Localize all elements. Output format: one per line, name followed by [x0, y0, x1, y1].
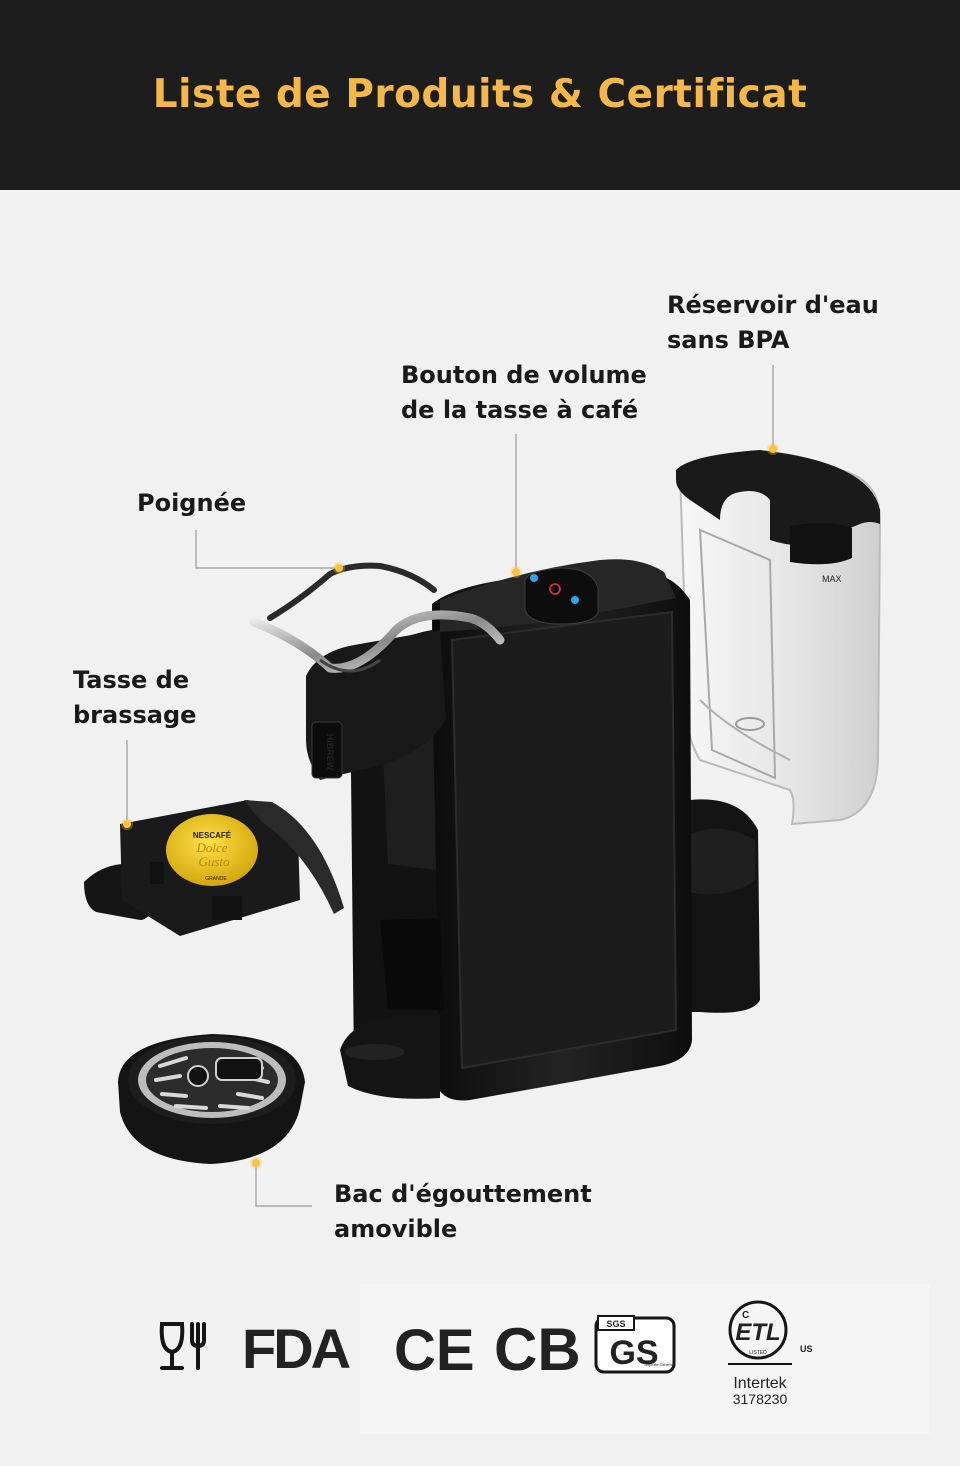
intertek-label: Intertek	[733, 1375, 787, 1392]
capsule-line1: Dolce	[195, 840, 227, 855]
intertek-number: 3178230	[733, 1391, 788, 1407]
callout-volume-button: Bouton de volume de la tasse à café	[401, 358, 647, 428]
gs-small-text: Geprüfte Sicherheit	[645, 1363, 676, 1367]
leader-handle	[195, 530, 338, 569]
page-title: Liste de Produits & Certificat	[152, 72, 808, 117]
leader-drip-tray	[255, 1165, 312, 1207]
callout-brew-cup-line2: brassage	[73, 701, 197, 729]
gs-label: GS	[609, 1334, 658, 1372]
callout-volume-line2: de la tasse à café	[401, 396, 639, 424]
etl-us-label: US	[800, 1344, 813, 1354]
callout-drip-tray: Bac d'égouttement amovible	[334, 1177, 592, 1247]
cb-mark: CB	[494, 1316, 581, 1383]
drip-tray	[118, 1034, 305, 1164]
callout-brew-cup: Tasse de brassage	[73, 663, 196, 733]
food-safe-icon	[159, 1322, 206, 1370]
ce-mark: CE	[394, 1318, 475, 1383]
sgs-gs-logo: SGS GS Geprüfte Sicherheit	[594, 1315, 676, 1374]
capsule-line2: Gusto	[198, 854, 230, 869]
callout-reservoir-line2: sans BPA	[667, 326, 790, 354]
callout-reservoir-line1: Réservoir d'eau	[667, 291, 879, 319]
small-cup-button-icon	[530, 574, 538, 582]
brew-cup: NESCAFÉ Dolce Gusto GRANDE	[84, 800, 344, 936]
callout-dots	[121, 443, 779, 1169]
callout-drip-tray-line1: Bac d'égouttement	[334, 1180, 592, 1208]
certifications-row: FDA CE CB SGS GS Geprüfte Sicherheit C E…	[159, 1284, 930, 1434]
etl-logo: C ETL LISTED US Intertek 3178230	[728, 1300, 813, 1407]
capsule-flavor: GRANDE	[205, 876, 227, 882]
page-header: Liste de Produits & Certificat	[0, 0, 960, 190]
callout-handle: Poignée	[137, 486, 246, 521]
power-button-icon	[549, 583, 561, 595]
brand-logo: HiBREW	[325, 734, 335, 771]
water-tank: MAX	[676, 450, 882, 826]
callout-brew-cup-line1: Tasse de	[73, 666, 190, 694]
callout-drip-tray-line2: amovible	[334, 1215, 458, 1243]
callout-volume-line1: Bouton de volume	[401, 361, 647, 389]
tank-max-mark: MAX	[822, 574, 842, 584]
coffee-machine: HiBREW	[249, 559, 760, 1101]
callout-reservoir: Réservoir d'eau sans BPA	[667, 288, 879, 358]
etl-listed: LISTED	[749, 1350, 767, 1356]
capsule-brand: NESCAFÉ	[193, 831, 232, 840]
product-stage: MAX HiBREW	[0, 190, 960, 1466]
leader-lines	[126, 365, 774, 1207]
etl-label: ETL	[735, 1319, 780, 1346]
large-cup-button-icon	[571, 596, 579, 604]
sgs-label: SGS	[606, 1319, 625, 1329]
fda-logo: FDA	[242, 1317, 350, 1380]
etl-c-label: C	[742, 1310, 749, 1321]
callout-handle-line1: Poignée	[137, 489, 247, 517]
product-illustration: MAX HiBREW	[84, 365, 930, 1434]
